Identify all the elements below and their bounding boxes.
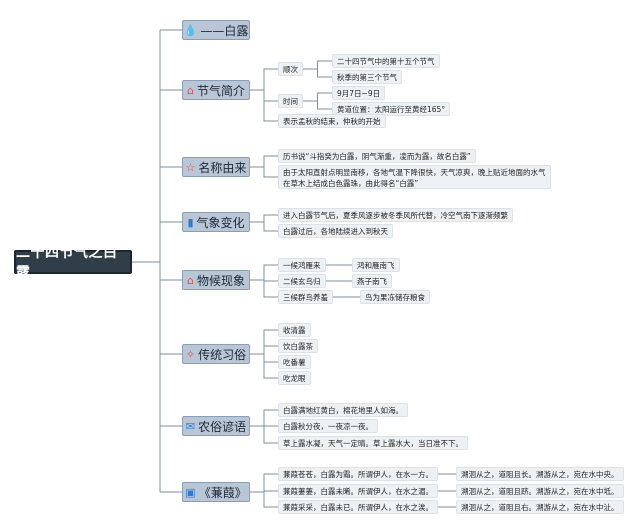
leaf-text-line: 由于太阳直射点明显南移，各地气温下降很快，天气凉爽，晚上贴近地面的水气 [283,168,546,177]
branch-node-6[interactable]: ✉农俗谚语 [182,416,250,436]
root-node[interactable]: 二十四节气之白露 [14,245,132,281]
star-icon: ☆ [185,160,196,174]
branch-node-0[interactable]: 💧——白露 [182,20,250,40]
house-icon: ⌂ [187,83,194,97]
branch-label: 传统习俗 [198,347,247,362]
leaf-node[interactable]: 历书说“斗指癸为白露，阴气渐重，凌而为露，故名白露” [278,149,476,163]
connector [250,264,278,281]
leaf-node[interactable]: 时间 [278,94,303,108]
leaf-node[interactable]: 吃龙眼 [278,371,311,385]
leaf-node[interactable]: 白露过后，各地陆续进入到秋天 [278,224,393,238]
connector [250,473,278,493]
leaf-node[interactable]: 二候玄鸟归 [278,274,326,288]
branch-label: 气象变化 [196,215,245,230]
branch-label: 名称由来 [198,160,247,175]
leaf-node[interactable]: 蒹葭苍苍，白露为霜。所谓伊人，在水一方。 [278,467,438,481]
branch-label: ——白露 [200,23,249,38]
connector [250,89,278,122]
house-icon: ⌂ [187,273,194,287]
sub-leaf-node[interactable]: 鸟为果冻储存粮食 [360,290,430,304]
connector [303,92,332,102]
chat-bubble-icon: ✉ [185,419,196,433]
branch-node-3[interactable]: ▮气象变化 [182,212,250,232]
sub-leaf-node[interactable]: 燕子南飞 [352,274,392,288]
leaf-node[interactable]: 收清露 [278,323,311,337]
sub-leaf-node[interactable]: 秋季的第三个节气 [332,70,402,84]
sub-leaf-node[interactable]: 9月7日~9日 [332,86,386,100]
branch-node-2[interactable]: ☆名称由来 [182,157,250,177]
connector [250,345,278,355]
leaf-node[interactable]: 顺次 [278,62,303,76]
sub-leaf-node[interactable]: 溯洄从之，道阻且跻。溯游从之，宛在水中坻。 [456,484,624,498]
connector [250,166,278,178]
connector [250,353,278,379]
connector [250,214,278,223]
sub-leaf-node[interactable]: 溯洄从之，道阻且右。溯游从之，宛在水中沚。 [456,500,624,514]
branch-label: 农俗谚语 [198,419,247,434]
leaf-node[interactable]: 吃番薯 [278,355,311,369]
leaf-node[interactable]: 白露满地红黄白，棉花地里人如海。 [278,403,408,417]
connector [250,279,278,298]
leaf-node[interactable]: 白露秋分夜，一夜凉一夜。 [278,419,378,433]
branch-label: 节气简介 [196,83,245,98]
leaf-text-line: 在草木上结成白色露珠，由此得名“白露” [283,179,419,188]
sub-leaf-node[interactable]: 二十四节气中的第十五个节气 [332,54,440,68]
leaf-node[interactable]: 由于太阳直射点明显南移，各地气温下降很快，天气凉爽，晚上贴近地面的水气在草木上结… [278,165,551,189]
branch-label: 《蒹葭》 [198,485,247,500]
book-icon: ▣ [185,485,196,499]
branch-node-7[interactable]: ▣《蒹葭》 [182,482,250,502]
connector [250,491,278,508]
branch-label: 物候现象 [196,273,245,288]
leaf-node[interactable]: 一候鸿雁来 [278,258,326,272]
connector [250,409,278,427]
branch-node-5[interactable]: ✧传统习俗 [182,344,250,364]
connector [250,425,278,444]
connector [250,221,278,232]
branch-node-1[interactable]: ⌂节气简介 [182,80,250,100]
connector [303,100,332,110]
connector [303,60,332,70]
leaf-node[interactable]: 饮白露茶 [278,339,318,353]
connector [250,68,278,91]
connector [250,155,278,168]
sub-leaf-node[interactable]: 黄道位置：太阳运行至黄经165° [332,102,451,116]
sub-leaf-node[interactable]: 溯洄从之，道阻且长。溯游从之，宛在水中央。 [456,467,624,481]
sub-leaf-node[interactable]: 鸿和雁南飞 [352,258,400,272]
leaf-node[interactable]: 进入白露节气后，夏季风逐步被冬季风所代替，冷空气南下逐渐频繁 [278,208,513,222]
connector [303,68,332,78]
fireworks-icon: ✧ [185,347,196,361]
branch-node-4[interactable]: ⌂物候现象 [182,270,250,290]
flag-icon: ▮ [187,215,194,229]
leaf-node[interactable]: 蒹葭萋萋，白露未晞。所谓伊人，在水之湄。 [278,484,438,498]
leaf-node[interactable]: 蒹葭采采，白露未已。所谓伊人，在水之涘。 [278,500,438,514]
leaf-node[interactable]: 三候群鸟养羞 [278,290,333,304]
leaf-node[interactable]: 草上露水凝，天气一定晴。草上露水大，当日准不下。 [278,436,468,450]
leaf-node[interactable]: 表示孟秋的结束，仲秋的开始 [278,114,386,128]
water-drop-icon: 💧 [183,23,198,37]
